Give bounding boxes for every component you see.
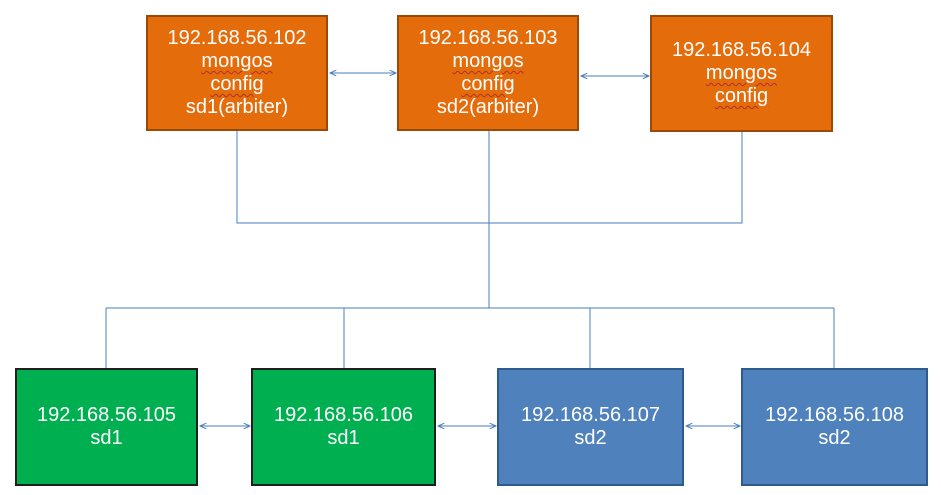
- node-192-168-56-102: 192.168.56.102 mongos config sd1(arbiter…: [146, 15, 328, 131]
- tree-line-top-left: [236, 131, 489, 224]
- node-role-config: config: [714, 85, 769, 107]
- node-role-shard: sd1: [327, 427, 360, 449]
- node-ip: 192.168.56.105: [36, 404, 177, 426]
- node-ip: 192.168.56.107: [520, 404, 661, 426]
- node-role-shard: sd1(arbiter): [185, 96, 289, 118]
- node-ip: 192.168.56.104: [671, 39, 812, 61]
- node-192-168-56-105: 192.168.56.105 sd1: [15, 368, 198, 486]
- node-192-168-56-103: 192.168.56.103 mongos config sd2(arbiter…: [397, 15, 579, 131]
- node-role-mongos: mongos: [201, 50, 273, 72]
- node-192-168-56-104: 192.168.56.104 mongos config: [650, 15, 833, 132]
- node-ip: 192.168.56.108: [764, 404, 905, 426]
- node-role-mongos: mongos: [452, 50, 524, 72]
- node-192-168-56-107: 192.168.56.107 sd2: [497, 368, 684, 486]
- tree-line-top-right: [489, 132, 743, 224]
- node-192-168-56-108: 192.168.56.108 sd2: [741, 368, 928, 486]
- node-role-shard: sd2(arbiter): [436, 96, 540, 118]
- node-role-shard: sd2: [574, 427, 607, 449]
- node-ip: 192.168.56.102: [167, 27, 307, 49]
- node-192-168-56-106: 192.168.56.106 sd1: [251, 368, 436, 486]
- node-role-shard: sd1: [90, 427, 123, 449]
- node-role-config: config: [461, 73, 515, 95]
- node-role-config: config: [210, 73, 264, 95]
- node-ip: 192.168.56.106: [273, 404, 414, 426]
- node-role-shard: sd2: [818, 427, 851, 449]
- node-role-mongos: mongos: [705, 62, 778, 84]
- node-ip: 192.168.56.103: [418, 27, 558, 49]
